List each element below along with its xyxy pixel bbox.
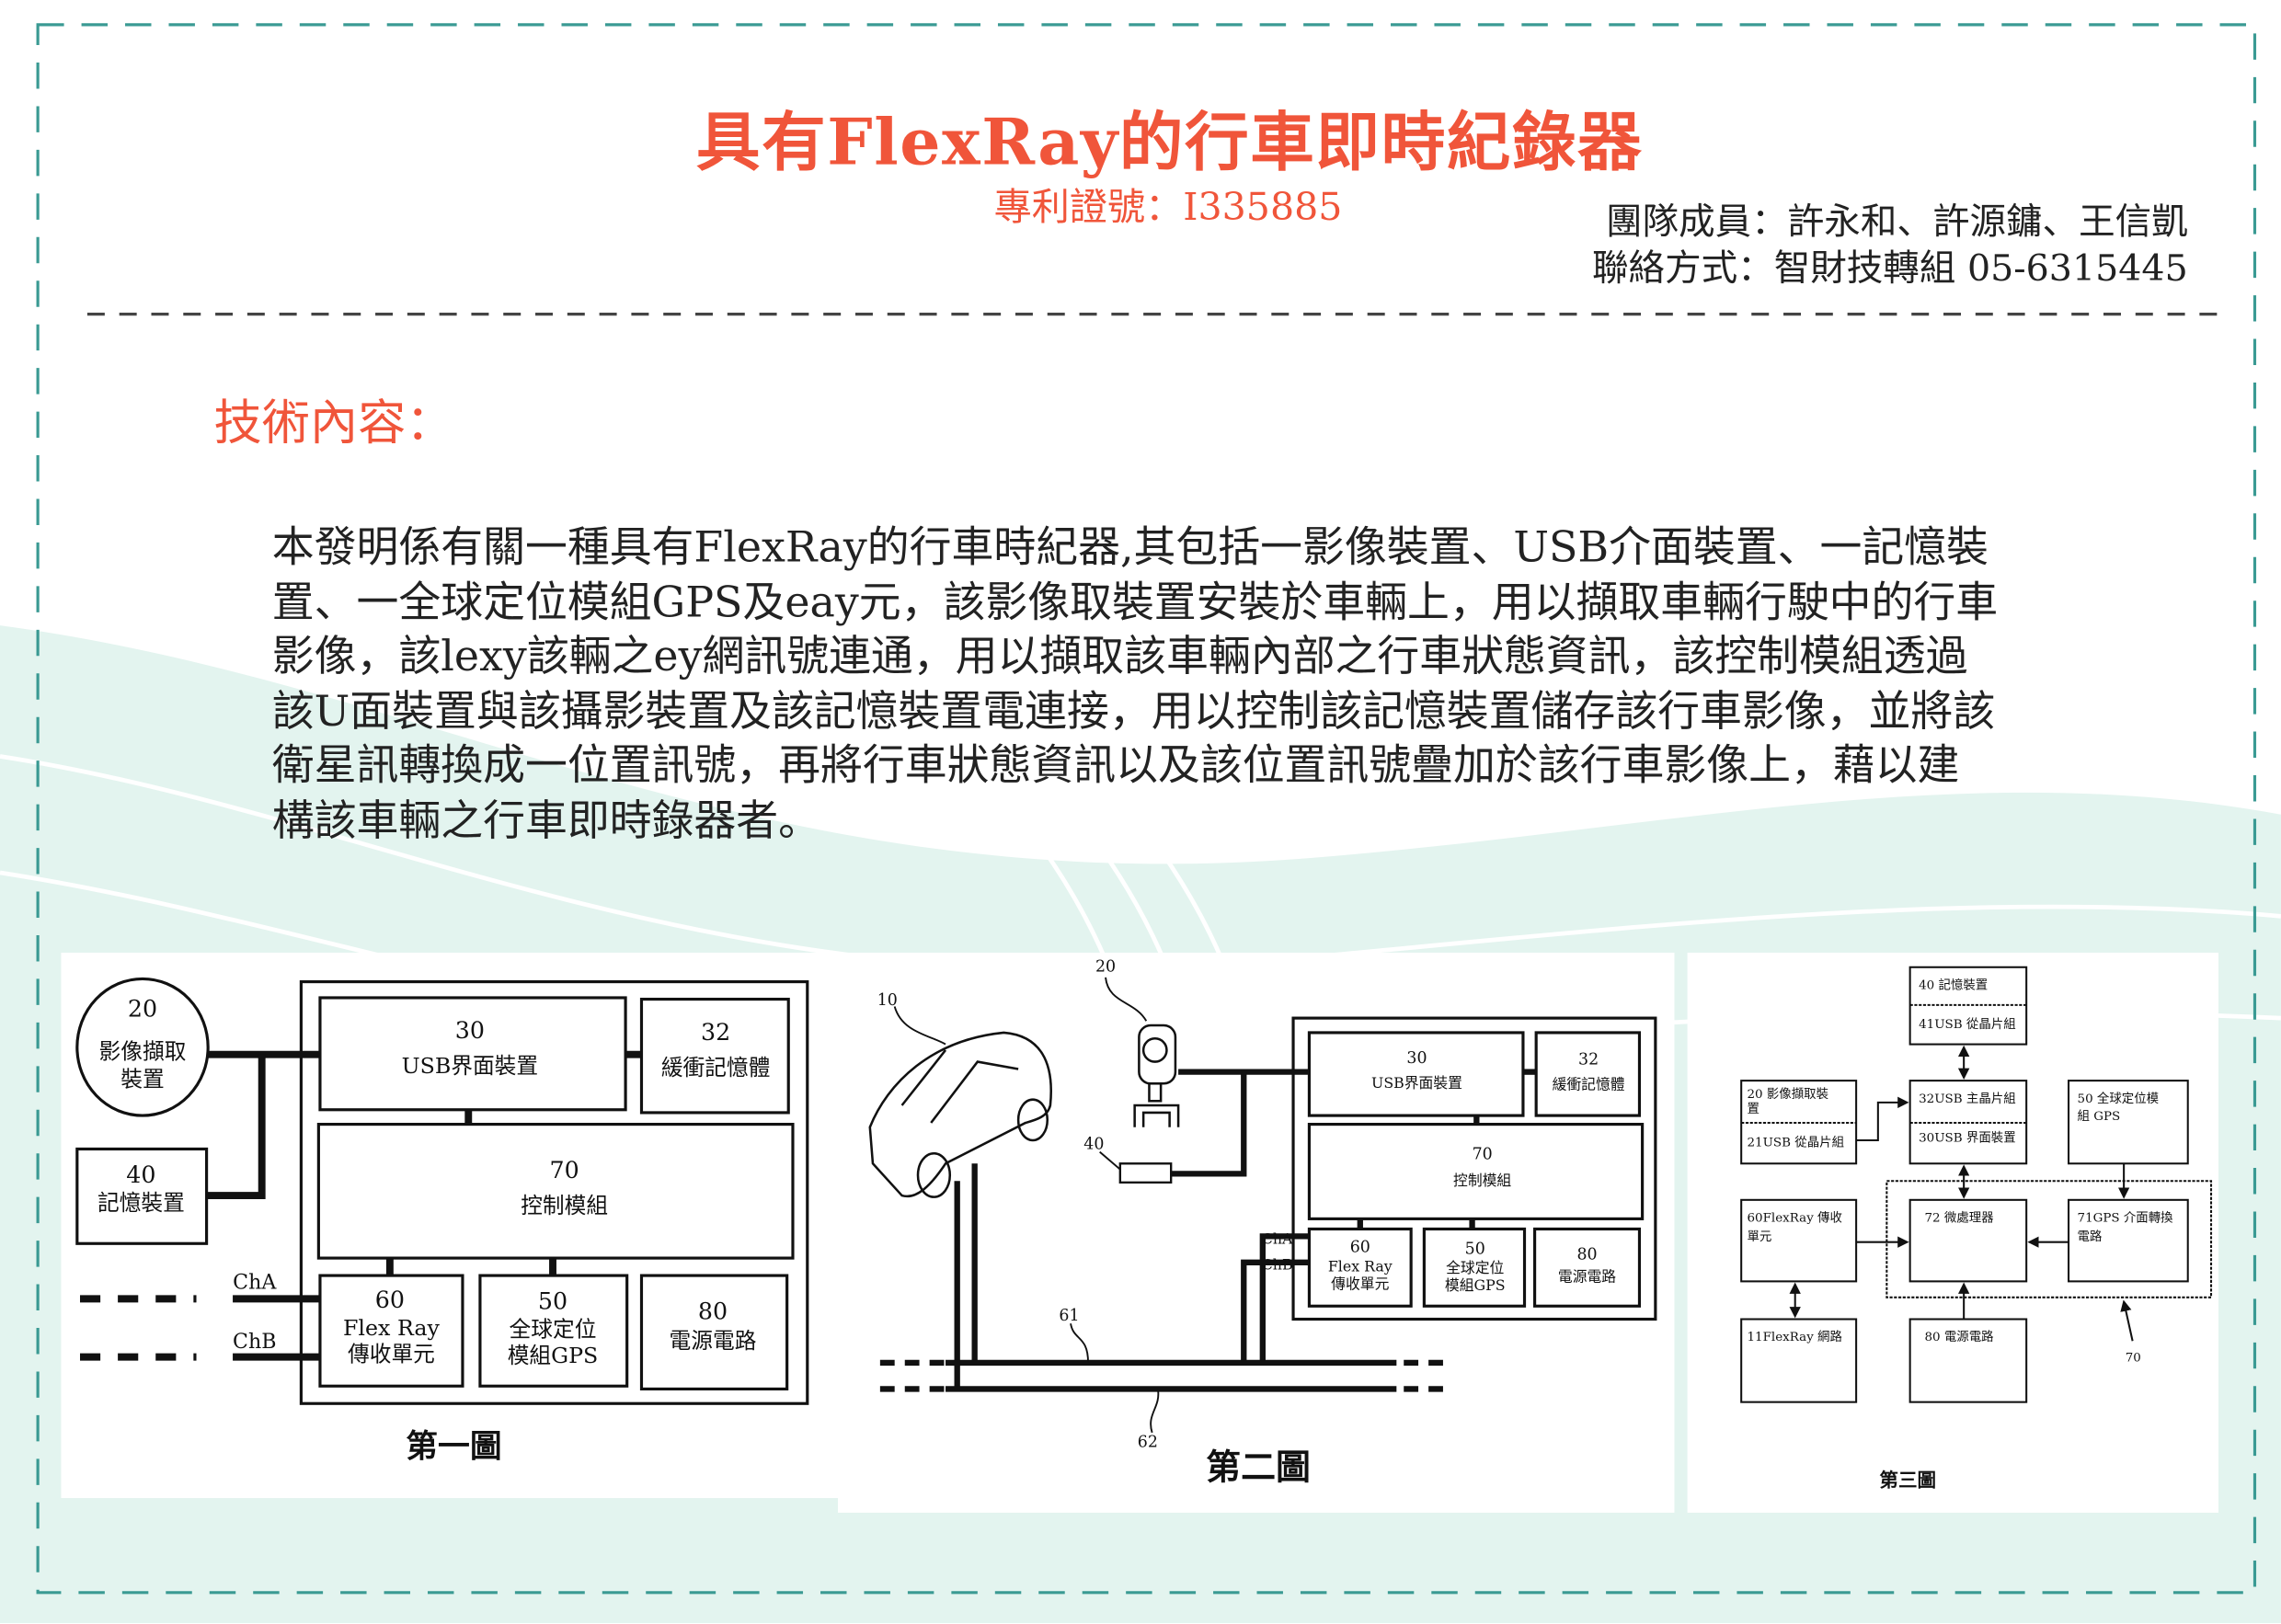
fig2-label-50a: 全球定位 bbox=[1446, 1259, 1504, 1276]
fig3-box-40: 40 記憶裝置 bbox=[1919, 977, 1988, 992]
fig2-ref-10: 10 bbox=[877, 991, 898, 1010]
fig2-ref-32: 32 bbox=[1578, 1051, 1599, 1069]
description-line: 置、一全球定位模組GPS及eay元，該影像取裝置安裝於車輛上，用以擷取車輛行駛中… bbox=[272, 576, 1998, 630]
fig3-box-80: 80 電源電路 bbox=[1924, 1330, 1994, 1344]
fig1-label-70: 控制模組 bbox=[521, 1193, 608, 1218]
fig2-ref-30: 30 bbox=[1406, 1049, 1427, 1068]
fig3-box-11: 11FlexRay 網路 bbox=[1748, 1330, 1843, 1344]
fig3-box-30: 30USB 界面裝置 bbox=[1919, 1131, 2016, 1146]
description: 本發明係有關一種具有FlexRay的行車時紀器,其包括一影像裝置、USB介面裝置… bbox=[272, 520, 1998, 849]
fig3-box-71a: 71GPS 介面轉換 bbox=[2078, 1211, 2174, 1226]
fig1-cha-label: ChA bbox=[233, 1270, 277, 1294]
fig2-ref-60: 60 bbox=[1350, 1239, 1370, 1257]
fig1-label-40: 記憶裝置 bbox=[97, 1190, 185, 1216]
fig3-box-72: 72 微處理器 bbox=[1924, 1211, 1994, 1226]
fig1-label-30: USB界面裝置 bbox=[402, 1053, 539, 1079]
fig2-ref-61: 61 bbox=[1059, 1307, 1079, 1325]
fig2-ref-80: 80 bbox=[1576, 1246, 1597, 1264]
description-line: 該U面裝置與該攝影裝置及該記憶裝置電連接，用以控制該記憶裝置儲存該行車影像，並將… bbox=[272, 685, 1998, 739]
fig1-label-60a: Flex Ray bbox=[343, 1315, 441, 1341]
fig1-label-20a: 影像擷取 bbox=[99, 1038, 187, 1064]
contact-info: 聯絡方式：智財技轉組 05-6315445 bbox=[1592, 246, 2188, 292]
fig1-label-20b: 裝置 bbox=[120, 1066, 164, 1092]
figure-2-diagram: 10 20 40 61 62 30 USB界面裝置 32 緩衝記憶體 70 控制… bbox=[838, 953, 1674, 1513]
fig1-ref-20: 20 bbox=[128, 996, 157, 1023]
fig2-caption: 第二圖 bbox=[1206, 1446, 1311, 1487]
fig1-label-50b: 模組GPS bbox=[508, 1343, 599, 1368]
figure-1-diagram: 20 影像擷取 裝置 40 記憶裝置 30 USB界面裝置 32 緩衝記憶體 7… bbox=[61, 953, 839, 1498]
figure-3-diagram: 40 記憶裝置 41USB 從晶片組 20 影像擷取裝 置 21USB 從晶片組… bbox=[1688, 953, 2218, 1513]
fig3-box-71b: 電路 bbox=[2078, 1229, 2103, 1244]
fig3-box-50b: 組 GPS bbox=[2078, 1109, 2121, 1124]
fig3-ref-70: 70 bbox=[2126, 1351, 2141, 1365]
fig1-ref-40: 40 bbox=[126, 1161, 155, 1188]
section-title: 技術內容： bbox=[213, 384, 453, 454]
fig1-ref-50: 50 bbox=[538, 1287, 567, 1314]
fig3-box-41: 41USB 從晶片組 bbox=[1919, 1017, 2016, 1032]
fig3-box-50a: 50 全球定位模 bbox=[2078, 1091, 2160, 1106]
fig2-label-80: 電源電路 bbox=[1558, 1267, 1616, 1285]
fig2-label-32: 緩衝記憶體 bbox=[1553, 1076, 1625, 1093]
fig3-box-60b: 單元 bbox=[1748, 1230, 1772, 1244]
fig2-ref-62: 62 bbox=[1138, 1434, 1158, 1452]
fig3-box-32: 32USB 主晶片組 bbox=[1919, 1092, 2016, 1106]
fig2-ref-70: 70 bbox=[1473, 1146, 1493, 1164]
fig2-label-50b: 模組GPS bbox=[1445, 1276, 1506, 1294]
fig2-ref-20: 20 bbox=[1095, 958, 1116, 977]
description-line: 本發明係有關一種具有FlexRay的行車時紀器,其包括一影像裝置、USB介面裝置… bbox=[272, 520, 1998, 575]
team-members: 團隊成員：許永和、許源鏞、王信凱 bbox=[1592, 200, 2188, 246]
fig2-chb-label: ChB bbox=[1262, 1256, 1293, 1274]
description-line: 影像，該lexy該輛之ey網訊號連通，用以擷取該車輛內部之行車狀態資訊，該控制模… bbox=[272, 630, 1998, 684]
fig1-chb-label: ChB bbox=[233, 1330, 276, 1354]
fig1-label-60b: 傳收單元 bbox=[348, 1341, 435, 1367]
fig1-label-50a: 全球定位 bbox=[510, 1316, 597, 1342]
fig1-caption: 第一圖 bbox=[406, 1428, 501, 1466]
fig2-label-70: 控制模組 bbox=[1453, 1172, 1511, 1189]
description-line: 衛星訊轉換成一位置訊號，再將行車狀態資訊以及該位置訊號疊加於該行車影像上，藉以建 bbox=[272, 739, 1998, 794]
fig1-label-80: 電源電路 bbox=[670, 1328, 757, 1354]
fig2-ref-50: 50 bbox=[1465, 1240, 1485, 1258]
description-line: 構該車輛之行車即時錄器者。 bbox=[272, 795, 1998, 849]
memory-device-icon bbox=[1120, 1163, 1171, 1183]
fig2-cha-label: ChA bbox=[1262, 1229, 1293, 1247]
fig3-box-20b: 置 bbox=[1748, 1103, 1759, 1116]
page-title: 具有FlexRay的行車即時紀錄器 bbox=[0, 90, 2281, 183]
fig2-label-60a: Flex Ray bbox=[1328, 1257, 1393, 1275]
fig1-ref-32: 32 bbox=[701, 1019, 730, 1046]
fig3-caption: 第三圖 bbox=[1879, 1469, 1936, 1491]
fig3-box-21: 21USB 從晶片組 bbox=[1748, 1135, 1845, 1149]
fig1-ref-30: 30 bbox=[455, 1017, 485, 1044]
fig2-label-60b: 傳收單元 bbox=[1331, 1275, 1389, 1292]
fig2-label-30: USB界面裝置 bbox=[1371, 1074, 1462, 1092]
team-info: 團隊成員：許永和、許源鏞、王信凱 聯絡方式：智財技轉組 05-6315445 bbox=[1592, 200, 2188, 292]
fig1-ref-80: 80 bbox=[698, 1298, 728, 1325]
fig1-ref-70: 70 bbox=[550, 1157, 579, 1184]
fig1-ref-60: 60 bbox=[375, 1287, 405, 1313]
fig2-ref-40: 40 bbox=[1083, 1135, 1104, 1153]
fig3-box-20a: 20 影像擷取裝 bbox=[1748, 1087, 1829, 1102]
fig1-label-32: 緩衝記憶體 bbox=[661, 1055, 771, 1081]
fig3-box-60a: 60FlexRay 傳收 bbox=[1748, 1211, 1842, 1226]
